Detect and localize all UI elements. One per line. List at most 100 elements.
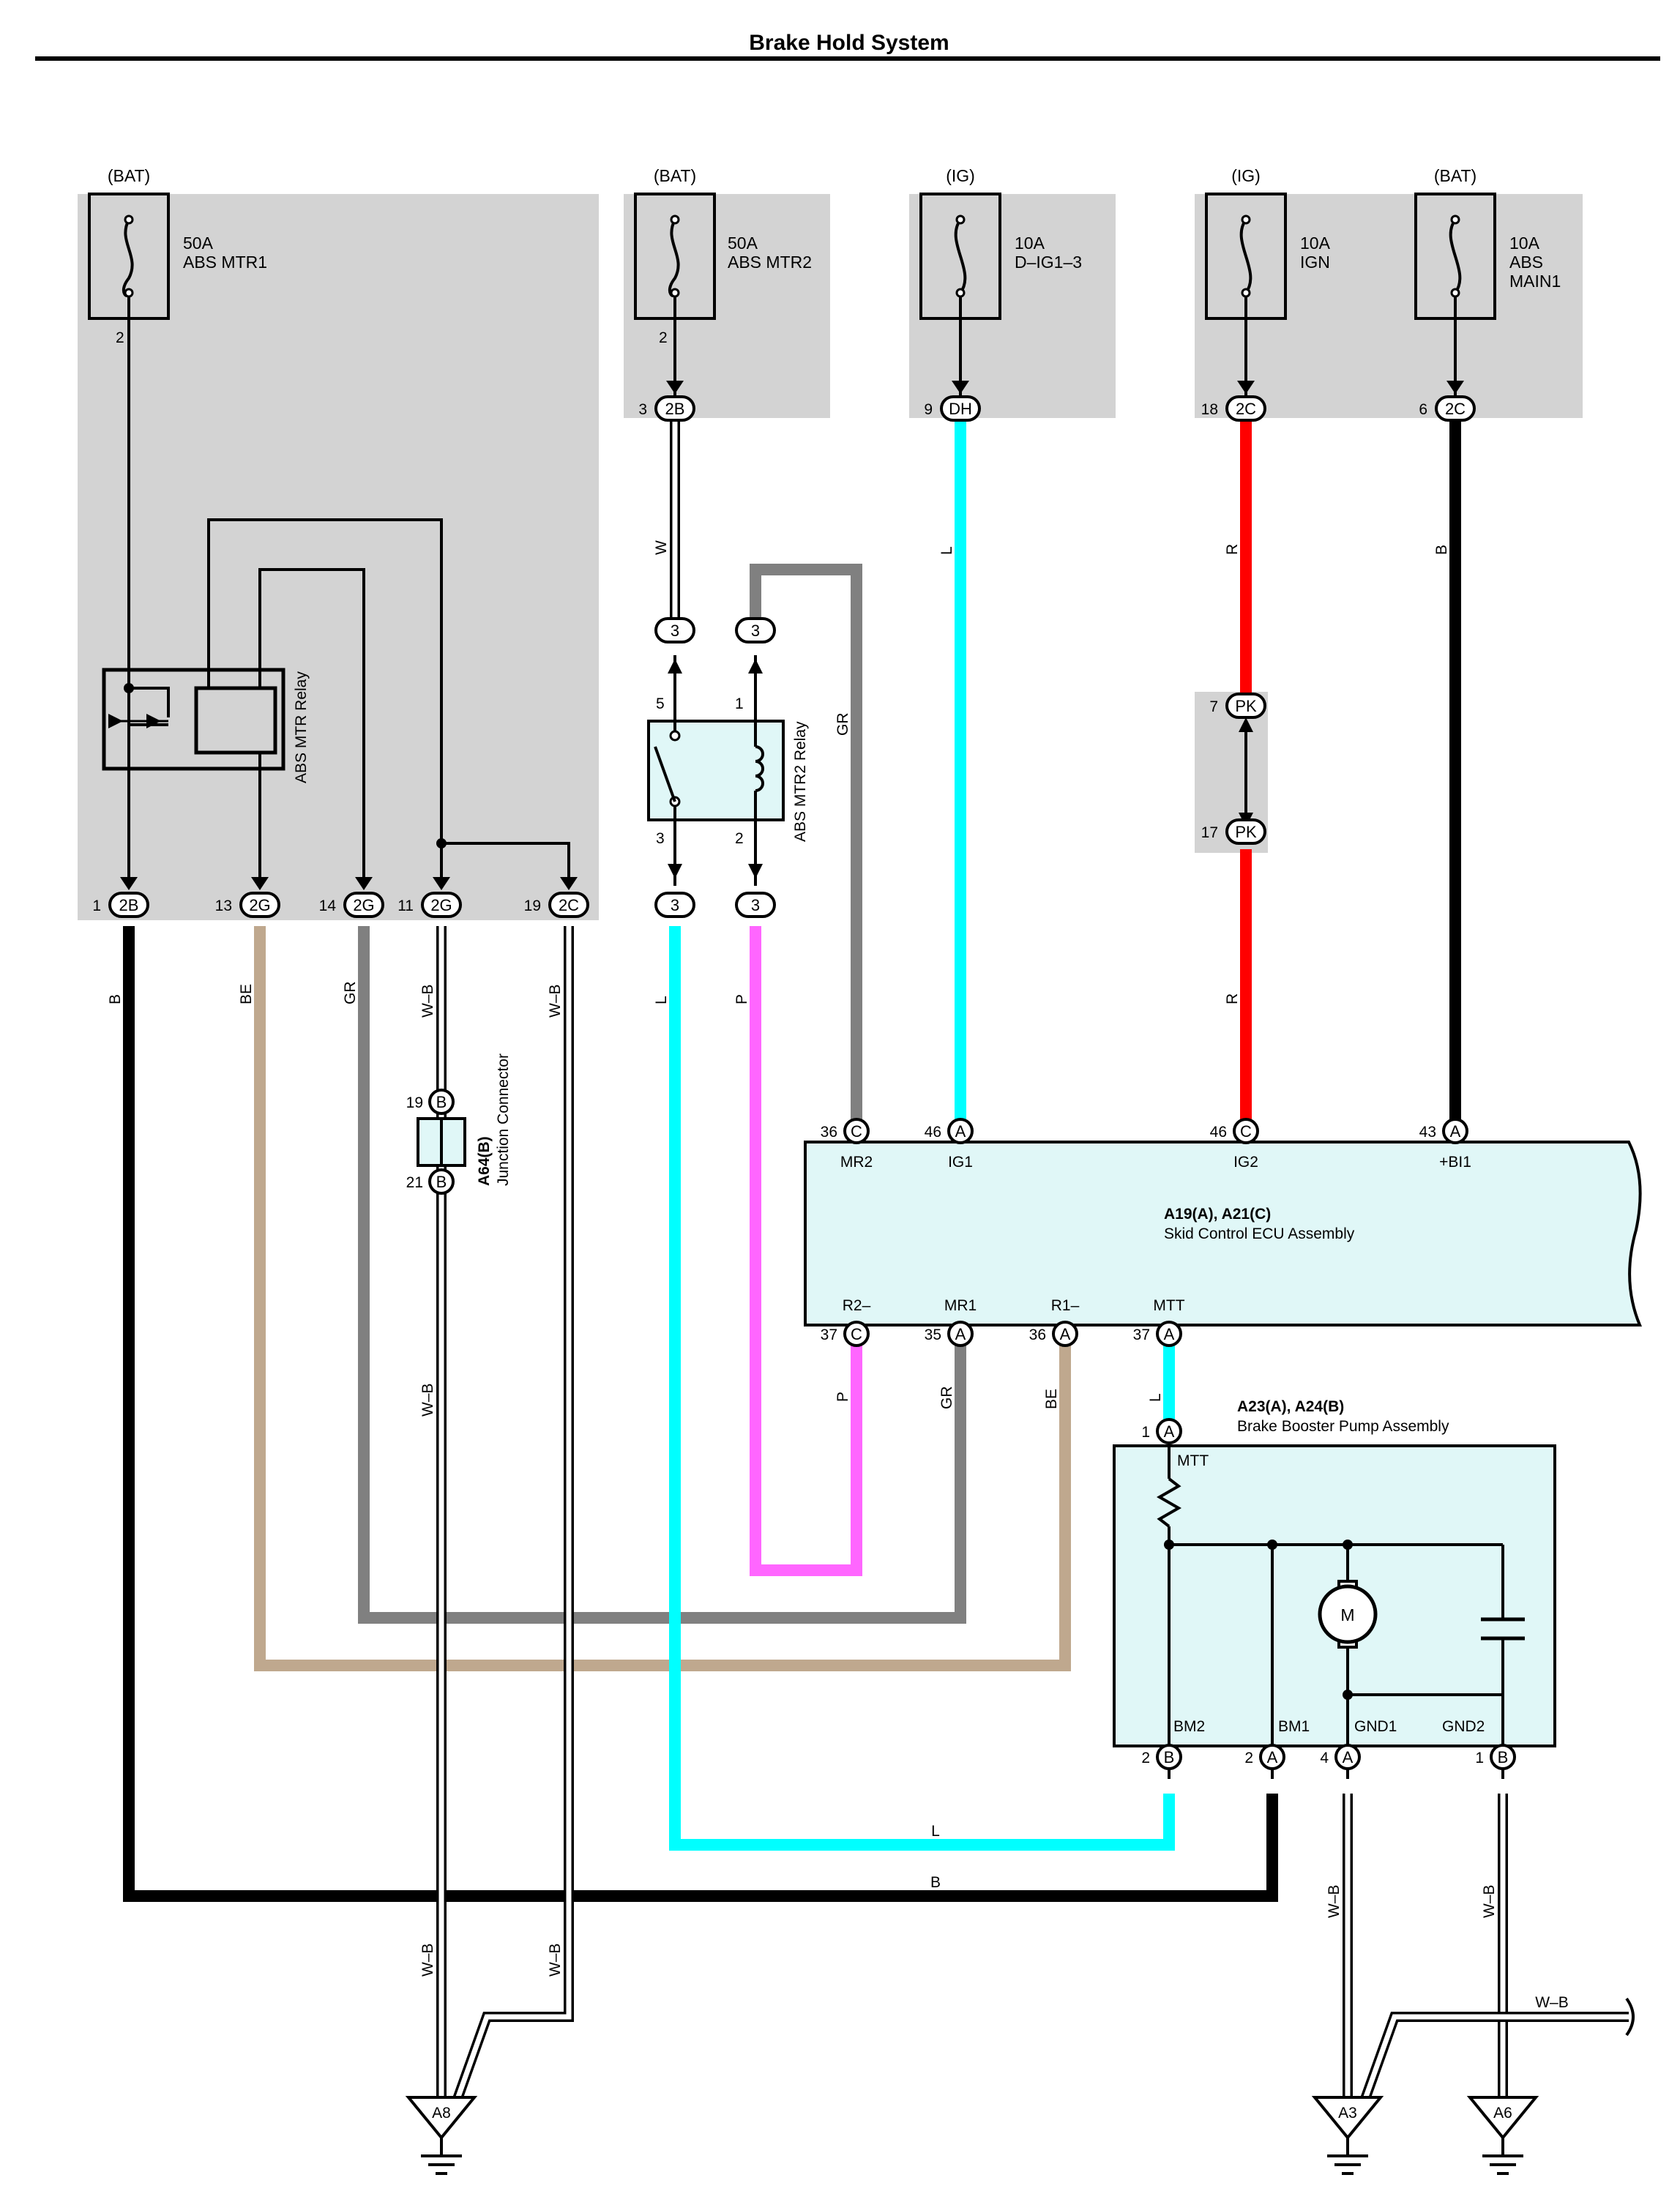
conn-jb-14 bbox=[343, 877, 384, 918]
source-label-2: (BAT) bbox=[654, 166, 696, 185]
pump-pin-1 bbox=[1156, 1418, 1182, 1444]
pump-splice-4 bbox=[1343, 1690, 1353, 1700]
conn-3-b bbox=[735, 617, 776, 643]
ecu-pin-ig2-label: IG2 bbox=[1233, 1154, 1258, 1171]
conn-2b-num: 3 bbox=[638, 401, 647, 418]
ground-a3 bbox=[1311, 2096, 1384, 2175]
pump-label-bm2: BM2 bbox=[1173, 1718, 1205, 1735]
wire-label-l-bottom: L bbox=[931, 1823, 940, 1840]
conn-3-d bbox=[735, 892, 776, 918]
ecu-pin-mtt bbox=[1156, 1321, 1182, 1347]
wire-label-r-top: R bbox=[1224, 544, 1241, 555]
wire-b-left bbox=[123, 926, 1278, 1902]
fuse-4-amp: 10A bbox=[1300, 234, 1331, 253]
conn-3a-text: 3 bbox=[671, 622, 679, 640]
pump-pin-gnd2-num: 1 bbox=[1475, 1750, 1484, 1766]
fuse-5-name2: MAIN1 bbox=[1509, 272, 1561, 291]
conn-jb1-num: 1 bbox=[92, 898, 101, 914]
fuse-5-name: ABS bbox=[1509, 253, 1543, 272]
ecu-pin-mr1 bbox=[947, 1321, 974, 1347]
ecu-pin-mtt-num: 37 bbox=[1133, 1327, 1150, 1343]
conn-jb11-code: 2G bbox=[430, 896, 452, 914]
conn-2c6-code: 2C bbox=[1445, 400, 1466, 418]
conn-pk7-num: 7 bbox=[1209, 698, 1218, 715]
conn-2c-6 bbox=[1435, 381, 1476, 422]
ecu-pin-mr1-code: A bbox=[955, 1325, 966, 1343]
fuse-box-abs-mtr2 bbox=[624, 194, 830, 418]
wire-label-gr-low: GR bbox=[938, 1387, 955, 1410]
conn-jb11-num: 11 bbox=[397, 898, 414, 914]
ecu-pin-ig1-num: 46 bbox=[925, 1124, 941, 1141]
junction-name: Junction Connector bbox=[495, 1053, 512, 1186]
wire-gr-left bbox=[358, 926, 966, 1624]
wire-be-left bbox=[254, 926, 1071, 1671]
fuse-4-name: IGN bbox=[1300, 253, 1330, 272]
conn-2b-top bbox=[654, 381, 695, 422]
wire-label-wb-f: W–B bbox=[1326, 1884, 1343, 1918]
pump-name: Brake Booster Pump Assembly bbox=[1237, 1418, 1449, 1435]
conn-jb-13 bbox=[239, 877, 280, 918]
wire-label-wb-d: W–B bbox=[419, 1943, 436, 1977]
fuse-3-amp: 10A bbox=[1015, 234, 1045, 253]
ecu-pin-r1 bbox=[1052, 1321, 1078, 1347]
ecu-pin-bi1-label: +BI1 bbox=[1439, 1154, 1471, 1171]
source-label-3: (IG) bbox=[946, 166, 975, 185]
pump-id: A23(A), A24(B) bbox=[1237, 1398, 1344, 1415]
conn-3d-text: 3 bbox=[751, 896, 760, 914]
conn-jb-11 bbox=[421, 877, 462, 918]
wire-label-wb-e: W–B bbox=[547, 1943, 564, 1977]
conn-jb19-num: 19 bbox=[524, 898, 541, 914]
pump-pin-bm1 bbox=[1259, 1744, 1285, 1770]
ecu-pin-mr1-label: MR1 bbox=[944, 1297, 977, 1314]
wire-label-p-mid: P bbox=[733, 994, 750, 1004]
wire-label-wb-c: W–B bbox=[419, 1383, 436, 1417]
conn-3-c bbox=[654, 892, 695, 918]
pump-pin-bm2 bbox=[1156, 1744, 1182, 1770]
pump-label-gnd1: GND1 bbox=[1354, 1718, 1397, 1735]
junction-pin-bottom: 21 bbox=[406, 1174, 423, 1191]
ecu-pin-ig2 bbox=[1233, 1118, 1259, 1144]
wire-label-w: W bbox=[653, 540, 670, 555]
conn-3b-text: 3 bbox=[751, 622, 760, 640]
pump-mtt-label: MTT bbox=[1177, 1452, 1209, 1469]
wire-label-gr-left: GR bbox=[342, 982, 359, 1005]
ecu-pin-r1-code: A bbox=[1060, 1325, 1071, 1343]
ecu-pin-ig2-code: C bbox=[1240, 1122, 1252, 1141]
source-label-1: (BAT) bbox=[108, 166, 150, 185]
ecu-pin-mtt-code: A bbox=[1164, 1325, 1175, 1343]
ecu-pin-ig1-label: IG1 bbox=[948, 1154, 973, 1171]
abs-mtr-relay bbox=[102, 668, 285, 771]
conn-jb14-num: 14 bbox=[319, 898, 337, 914]
conn-dh-code: DH bbox=[949, 400, 972, 418]
wire-label-wb-h: W–B bbox=[1535, 1994, 1569, 2011]
wire-wb-19 bbox=[445, 926, 574, 2122]
conn-2c18-code: 2C bbox=[1236, 400, 1256, 418]
wire-label-wb-a: W–B bbox=[419, 984, 436, 1018]
relay2-pin3: 3 bbox=[656, 830, 665, 847]
fuse-1-pin: 2 bbox=[116, 329, 124, 346]
fuse-1-amp: 50A bbox=[183, 234, 214, 253]
pump-pin-bm2-num: 2 bbox=[1141, 1750, 1150, 1766]
conn-jb19-code: 2C bbox=[559, 896, 579, 914]
pump-label-bm1: BM1 bbox=[1278, 1718, 1310, 1735]
conn-dh-num: 9 bbox=[924, 401, 933, 418]
conn-3-a bbox=[654, 617, 695, 643]
wire-label-r-mid: R bbox=[1224, 993, 1241, 1004]
pump-pin-gnd2 bbox=[1490, 1744, 1516, 1770]
source-label-4: (IG) bbox=[1231, 166, 1261, 185]
wire-label-l-mid: L bbox=[653, 996, 670, 1004]
conn-2c6-num: 6 bbox=[1419, 401, 1427, 418]
conn-2c-18 bbox=[1225, 381, 1266, 422]
wire-label-l-top: L bbox=[938, 546, 955, 555]
fuse-1-name: ABS MTR1 bbox=[183, 253, 267, 272]
fuse-5-amp: 10A bbox=[1509, 234, 1540, 253]
relay2-pin1: 1 bbox=[735, 695, 744, 712]
junction-pin-top: 19 bbox=[406, 1094, 423, 1111]
conn-2b-code: 2B bbox=[665, 400, 685, 418]
ground-a3-label: A3 bbox=[1338, 2105, 1357, 2122]
junction-connector-a64 bbox=[417, 1089, 466, 1195]
pump-pin-gnd1-num: 4 bbox=[1320, 1750, 1329, 1766]
wire-label-l-low: L bbox=[1147, 1393, 1164, 1402]
fuse-2-name: ABS MTR2 bbox=[728, 253, 812, 272]
